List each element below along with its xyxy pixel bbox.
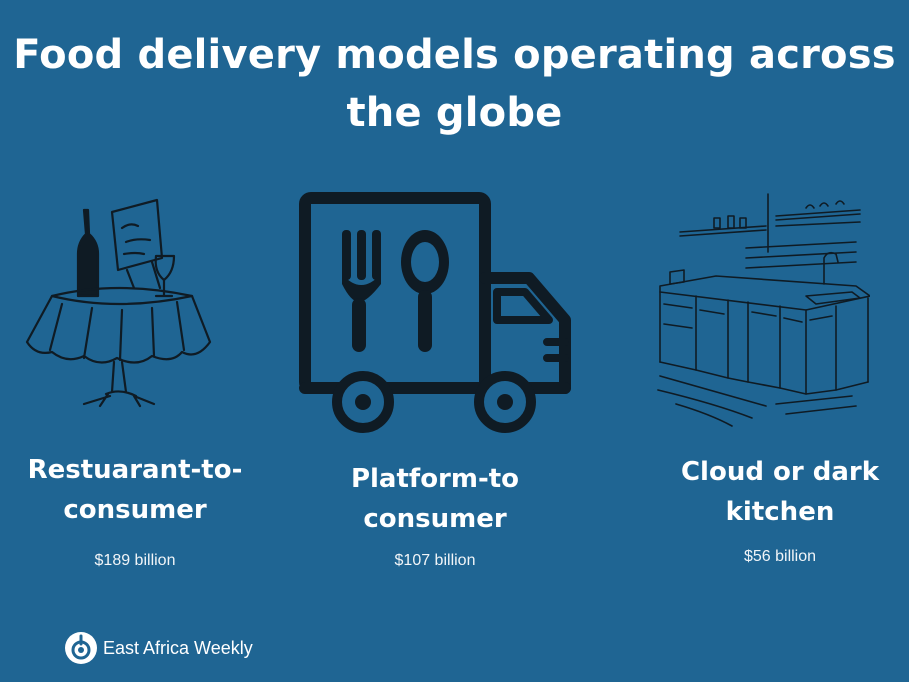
model-label: Restuarant-to-consumer xyxy=(27,455,243,525)
model-platform-to-consumer: Platform-to consumer $107 billion xyxy=(330,459,540,570)
model-value: $107 billion xyxy=(394,552,476,569)
east-africa-weekly-logo-icon xyxy=(65,632,97,664)
page-title: Food delivery models operating across th… xyxy=(13,32,896,136)
model-label: Platform-to consumer xyxy=(350,464,520,534)
model-label: Cloud or dark kitchen xyxy=(680,457,880,527)
restaurant-table-icon xyxy=(25,198,212,408)
model-cloud-or-dark-kitchen: Cloud or dark kitchen $56 billion xyxy=(670,452,890,566)
delivery-truck-icon xyxy=(299,192,571,433)
model-value: $56 billion xyxy=(743,548,817,565)
kitchen-icon xyxy=(657,193,870,427)
brand-name: East Africa Weekly xyxy=(103,637,253,658)
model-value: $189 billion xyxy=(94,552,176,569)
brand: East Africa Weekly xyxy=(65,632,253,664)
model-restaurant-to-consumer: Restuarant-to-consumer $189 billion xyxy=(20,450,250,570)
